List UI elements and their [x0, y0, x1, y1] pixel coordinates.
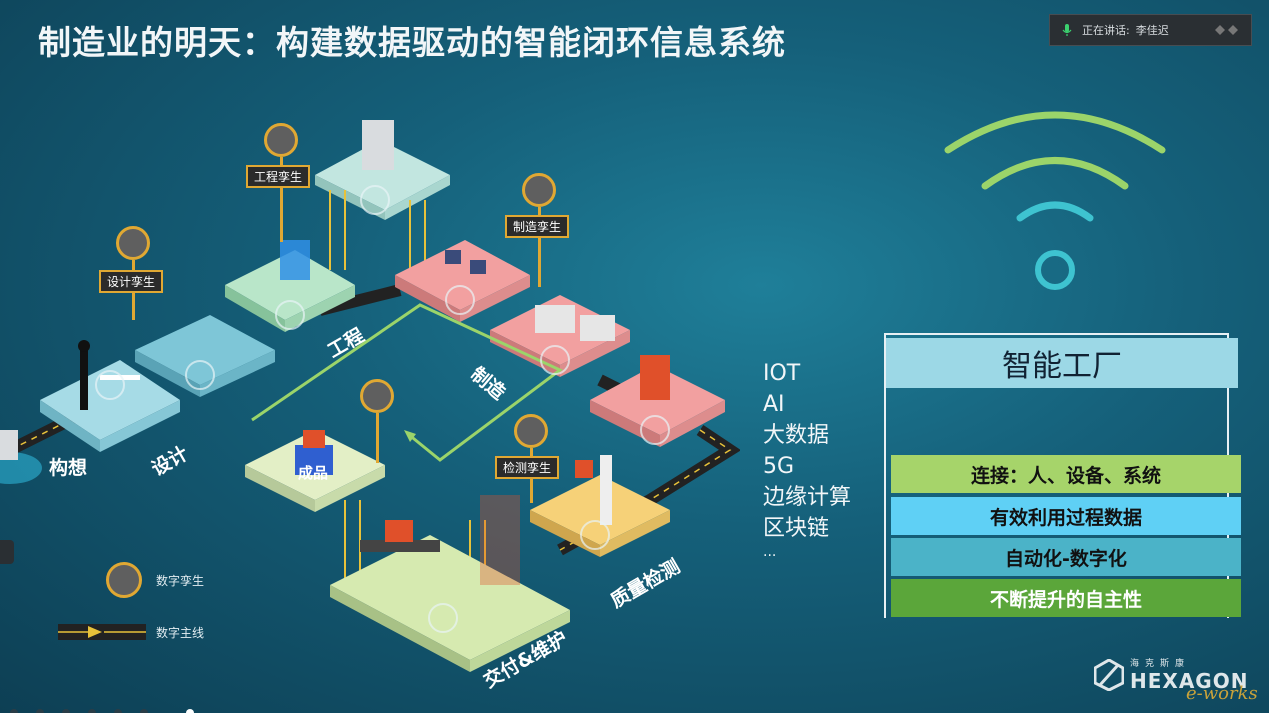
digital-twin-icon: [360, 379, 394, 413]
factory-layer-automation: 自动化-数字化: [891, 538, 1241, 576]
stage-product: 成品: [298, 464, 329, 482]
hexagon-icon: [1094, 658, 1124, 691]
digital-twin-icon: [522, 173, 556, 207]
speaker-indicator: 正在讲话: 李佳迟: [1049, 14, 1252, 46]
digital-twin-icon: [116, 226, 150, 260]
factory-layer-data: 有效利用过程数据: [891, 497, 1241, 535]
tech-item: 区块链: [763, 516, 830, 541]
smart-factory-title: 智能工厂: [886, 338, 1238, 388]
tech-item: 边缘计算: [763, 485, 852, 510]
slide-title: 制造业的明天：构建数据驱动的智能闭环信息系统: [38, 23, 786, 62]
speaker-name: 李佳迟: [1135, 24, 1169, 37]
tech-item: IOT: [763, 361, 801, 386]
twin-label-manufacturing: 制造孪生: [505, 215, 570, 238]
layout-icon[interactable]: [1213, 23, 1243, 37]
legend-twin-label: 数字孪生: [156, 573, 205, 588]
brand-name: HEXAGON: [1130, 669, 1249, 693]
twin-label-inspection: 检测孪生: [495, 456, 560, 479]
stage-concept: 构想: [49, 457, 88, 479]
road-icon: [58, 624, 146, 640]
twin-label-engineering: 工程孪生: [246, 165, 311, 188]
factory-layer-autonomy: 不断提升的自主性: [891, 579, 1241, 617]
tech-item: AI: [763, 392, 785, 417]
digital-twin-icon: [514, 414, 548, 448]
digital-twin-icon: [106, 562, 142, 598]
process-diagram: [0, 120, 740, 672]
digital-twin-icon: [264, 123, 298, 157]
speaker-label: 正在讲话:: [1082, 24, 1130, 37]
tech-item: 大数据: [763, 423, 830, 448]
microphone-icon: [1062, 24, 1072, 36]
legend-thread: 数字主线: [58, 622, 204, 642]
brand-small: 海克斯康: [1130, 659, 1191, 669]
watermark: e-works: [1186, 683, 1258, 704]
legend-twin: 数字孪生: [106, 562, 204, 598]
side-menu-handle[interactable]: [0, 540, 14, 564]
twin-label-design: 设计孪生: [99, 270, 164, 293]
hexagon-logo: 海克斯康 HEXAGON: [1094, 656, 1248, 693]
tech-item: 5G: [763, 454, 795, 479]
factory-layer-connect: 连接：人、设备、系统: [891, 455, 1241, 493]
page-dots: [10, 709, 194, 713]
legend-thread-label: 数字主线: [156, 625, 205, 640]
tech-item: ...: [763, 544, 777, 560]
wifi-icon: [944, 111, 1166, 290]
technology-list: IOT AI 大数据 5G 边缘计算 区块链 ...: [763, 358, 851, 560]
